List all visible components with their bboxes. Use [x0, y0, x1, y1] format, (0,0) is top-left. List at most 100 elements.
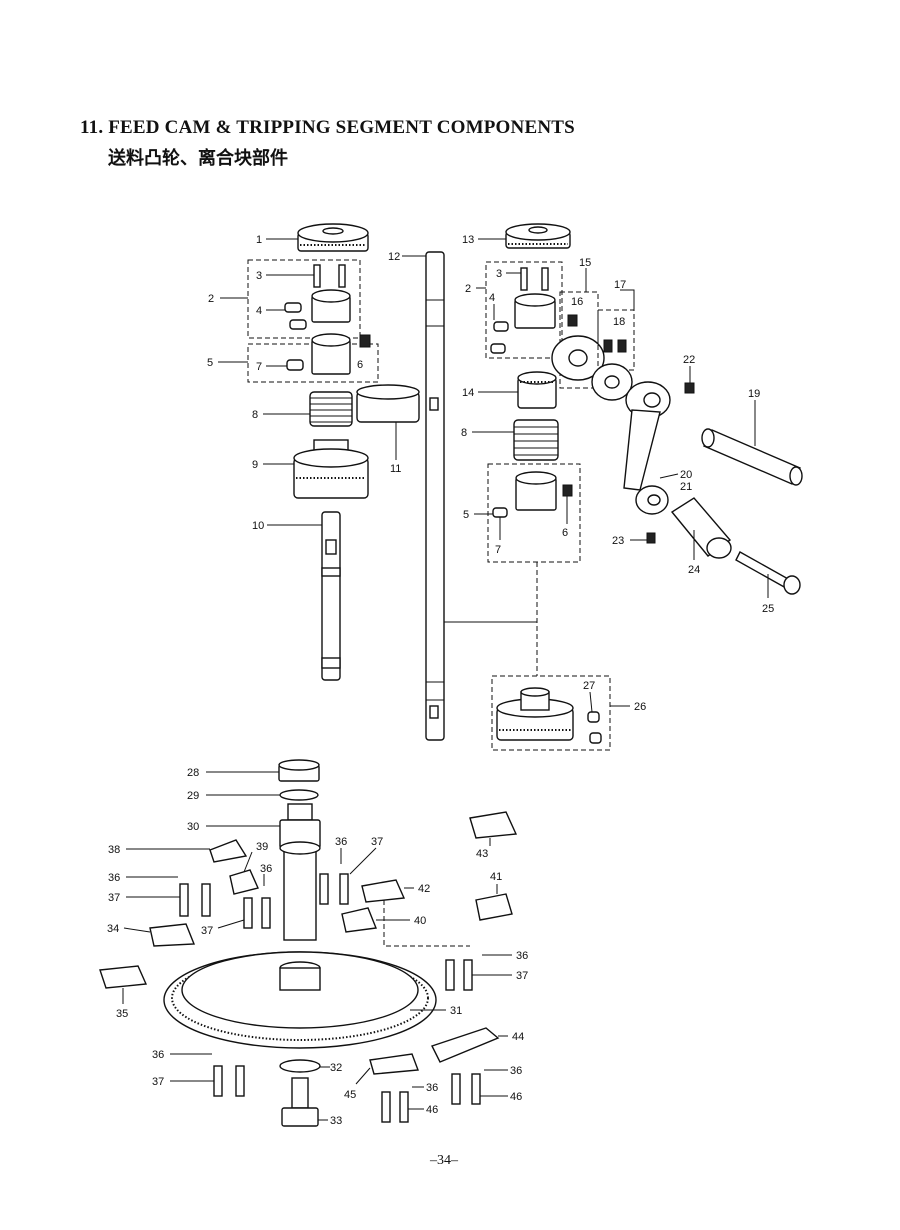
- callout-16: 16: [571, 296, 583, 308]
- callout-27: 27: [583, 680, 595, 692]
- callout-35: 35: [116, 1008, 128, 1020]
- callout-labels: 1 2 3 4 5 6 7 8 9 10 11 12 13 2 3 4 15 1…: [107, 234, 774, 1127]
- callout-10: 10: [252, 520, 264, 532]
- callout-4-right: 4: [489, 292, 495, 304]
- part-shaft-10: [321, 511, 341, 681]
- part-lever-20: [623, 381, 671, 515]
- callout-37-c: 37: [201, 925, 213, 937]
- callout-29: 29: [187, 790, 199, 802]
- callout-32: 32: [330, 1062, 342, 1074]
- part-segment-38: [209, 839, 248, 863]
- callout-6-right: 6: [562, 527, 568, 539]
- callout-33: 33: [330, 1115, 342, 1127]
- callout-7: 7: [256, 361, 262, 373]
- callout-46-b: 46: [510, 1091, 522, 1103]
- callout-46-a: 46: [426, 1104, 438, 1116]
- callout-20: 20: [680, 469, 692, 481]
- page-title: 11. FEED CAM & TRIPPING SEGMENT COMPONEN…: [80, 117, 575, 138]
- callout-14: 14: [462, 387, 474, 399]
- part-screw-23: [646, 532, 656, 544]
- callout-36-c: 36: [260, 863, 272, 875]
- part-segment-40: [341, 907, 377, 933]
- part-screw-22: [684, 382, 695, 394]
- callout-36-f: 36: [426, 1082, 438, 1094]
- callout-3-right: 3: [496, 268, 502, 280]
- callout-7-right: 7: [495, 544, 501, 556]
- callout-8-right: 8: [461, 427, 467, 439]
- part-cam-collar-2: [311, 289, 351, 323]
- callout-24: 24: [688, 564, 700, 576]
- callout-19: 19: [748, 388, 760, 400]
- part-spring-8: [309, 391, 353, 427]
- callout-44: 44: [512, 1031, 524, 1043]
- screw-set: [179, 873, 481, 1123]
- callout-37-b: 37: [108, 892, 120, 904]
- callout-22: 22: [683, 354, 695, 366]
- group-box-2: [247, 259, 361, 339]
- part-screws-4: [284, 302, 307, 330]
- right-cam-assembly: [485, 223, 803, 751]
- part-nut-28: [278, 759, 320, 782]
- part-segment-41: [475, 893, 513, 921]
- group-box-15: [559, 291, 599, 389]
- part-segment-44: [431, 1027, 500, 1063]
- callout-25: 25: [762, 603, 774, 615]
- callout-2-right: 2: [465, 283, 471, 295]
- part-collar-17: [591, 363, 633, 401]
- part-pins-3: [313, 264, 346, 288]
- part-washer-29: [279, 789, 319, 801]
- part-segment-43: [469, 811, 518, 839]
- group-box-5-right: [487, 463, 581, 563]
- callout-5: 5: [207, 357, 213, 369]
- part-washer-32: [279, 1059, 321, 1073]
- part-setscrew-6: [359, 334, 371, 348]
- part-sleeve-24: [670, 497, 732, 559]
- part-screw-7: [286, 359, 304, 371]
- callout-2: 2: [208, 293, 214, 305]
- callout-30: 30: [187, 821, 199, 833]
- part-collar-5-right: [515, 471, 557, 511]
- part-cam-collar-2-right: [514, 293, 556, 329]
- callout-37-e: 37: [152, 1076, 164, 1088]
- callout-36-e: 36: [152, 1049, 164, 1061]
- callout-4: 4: [256, 305, 262, 317]
- part-ring-gear-31: [163, 951, 437, 1049]
- callout-3: 3: [256, 270, 262, 282]
- part-bushing-11: [356, 384, 420, 423]
- callout-26: 26: [634, 701, 646, 713]
- callout-36-b: 36: [108, 872, 120, 884]
- part-gear-26: [496, 687, 574, 741]
- part-segment-42: [361, 879, 406, 903]
- callout-6: 6: [357, 359, 363, 371]
- callout-13: 13: [462, 234, 474, 246]
- callout-38: 38: [108, 844, 120, 856]
- callout-37-a: 37: [371, 836, 383, 848]
- page-number: –34–: [430, 1153, 458, 1168]
- callout-31: 31: [450, 1005, 462, 1017]
- part-cam-16: [551, 314, 605, 381]
- callout-42: 42: [418, 883, 430, 895]
- callout-12: 12: [388, 251, 400, 263]
- group-box-26: [491, 675, 611, 751]
- part-cam-14: [517, 371, 557, 409]
- callout-34: 34: [107, 923, 119, 935]
- part-spring-8-right: [513, 419, 559, 461]
- callout-1: 1: [256, 234, 262, 246]
- callout-17: 17: [614, 279, 626, 291]
- part-segment-35: [99, 965, 148, 989]
- callout-8: 8: [252, 409, 258, 421]
- callout-23: 23: [612, 535, 624, 547]
- part-shaft-30: [279, 803, 321, 941]
- part-gear-13: [505, 223, 571, 249]
- callout-15: 15: [579, 257, 591, 269]
- part-gear-9: [293, 439, 369, 499]
- part-segment-45: [369, 1053, 419, 1075]
- callout-5-right: 5: [463, 509, 469, 521]
- group-box-2-right: [485, 261, 563, 359]
- part-segment-34: [149, 923, 196, 947]
- callout-43: 43: [476, 848, 488, 860]
- page-subtitle: 送料凸轮、离合块部件: [108, 148, 288, 169]
- callout-40: 40: [414, 915, 426, 927]
- callout-28: 28: [187, 767, 199, 779]
